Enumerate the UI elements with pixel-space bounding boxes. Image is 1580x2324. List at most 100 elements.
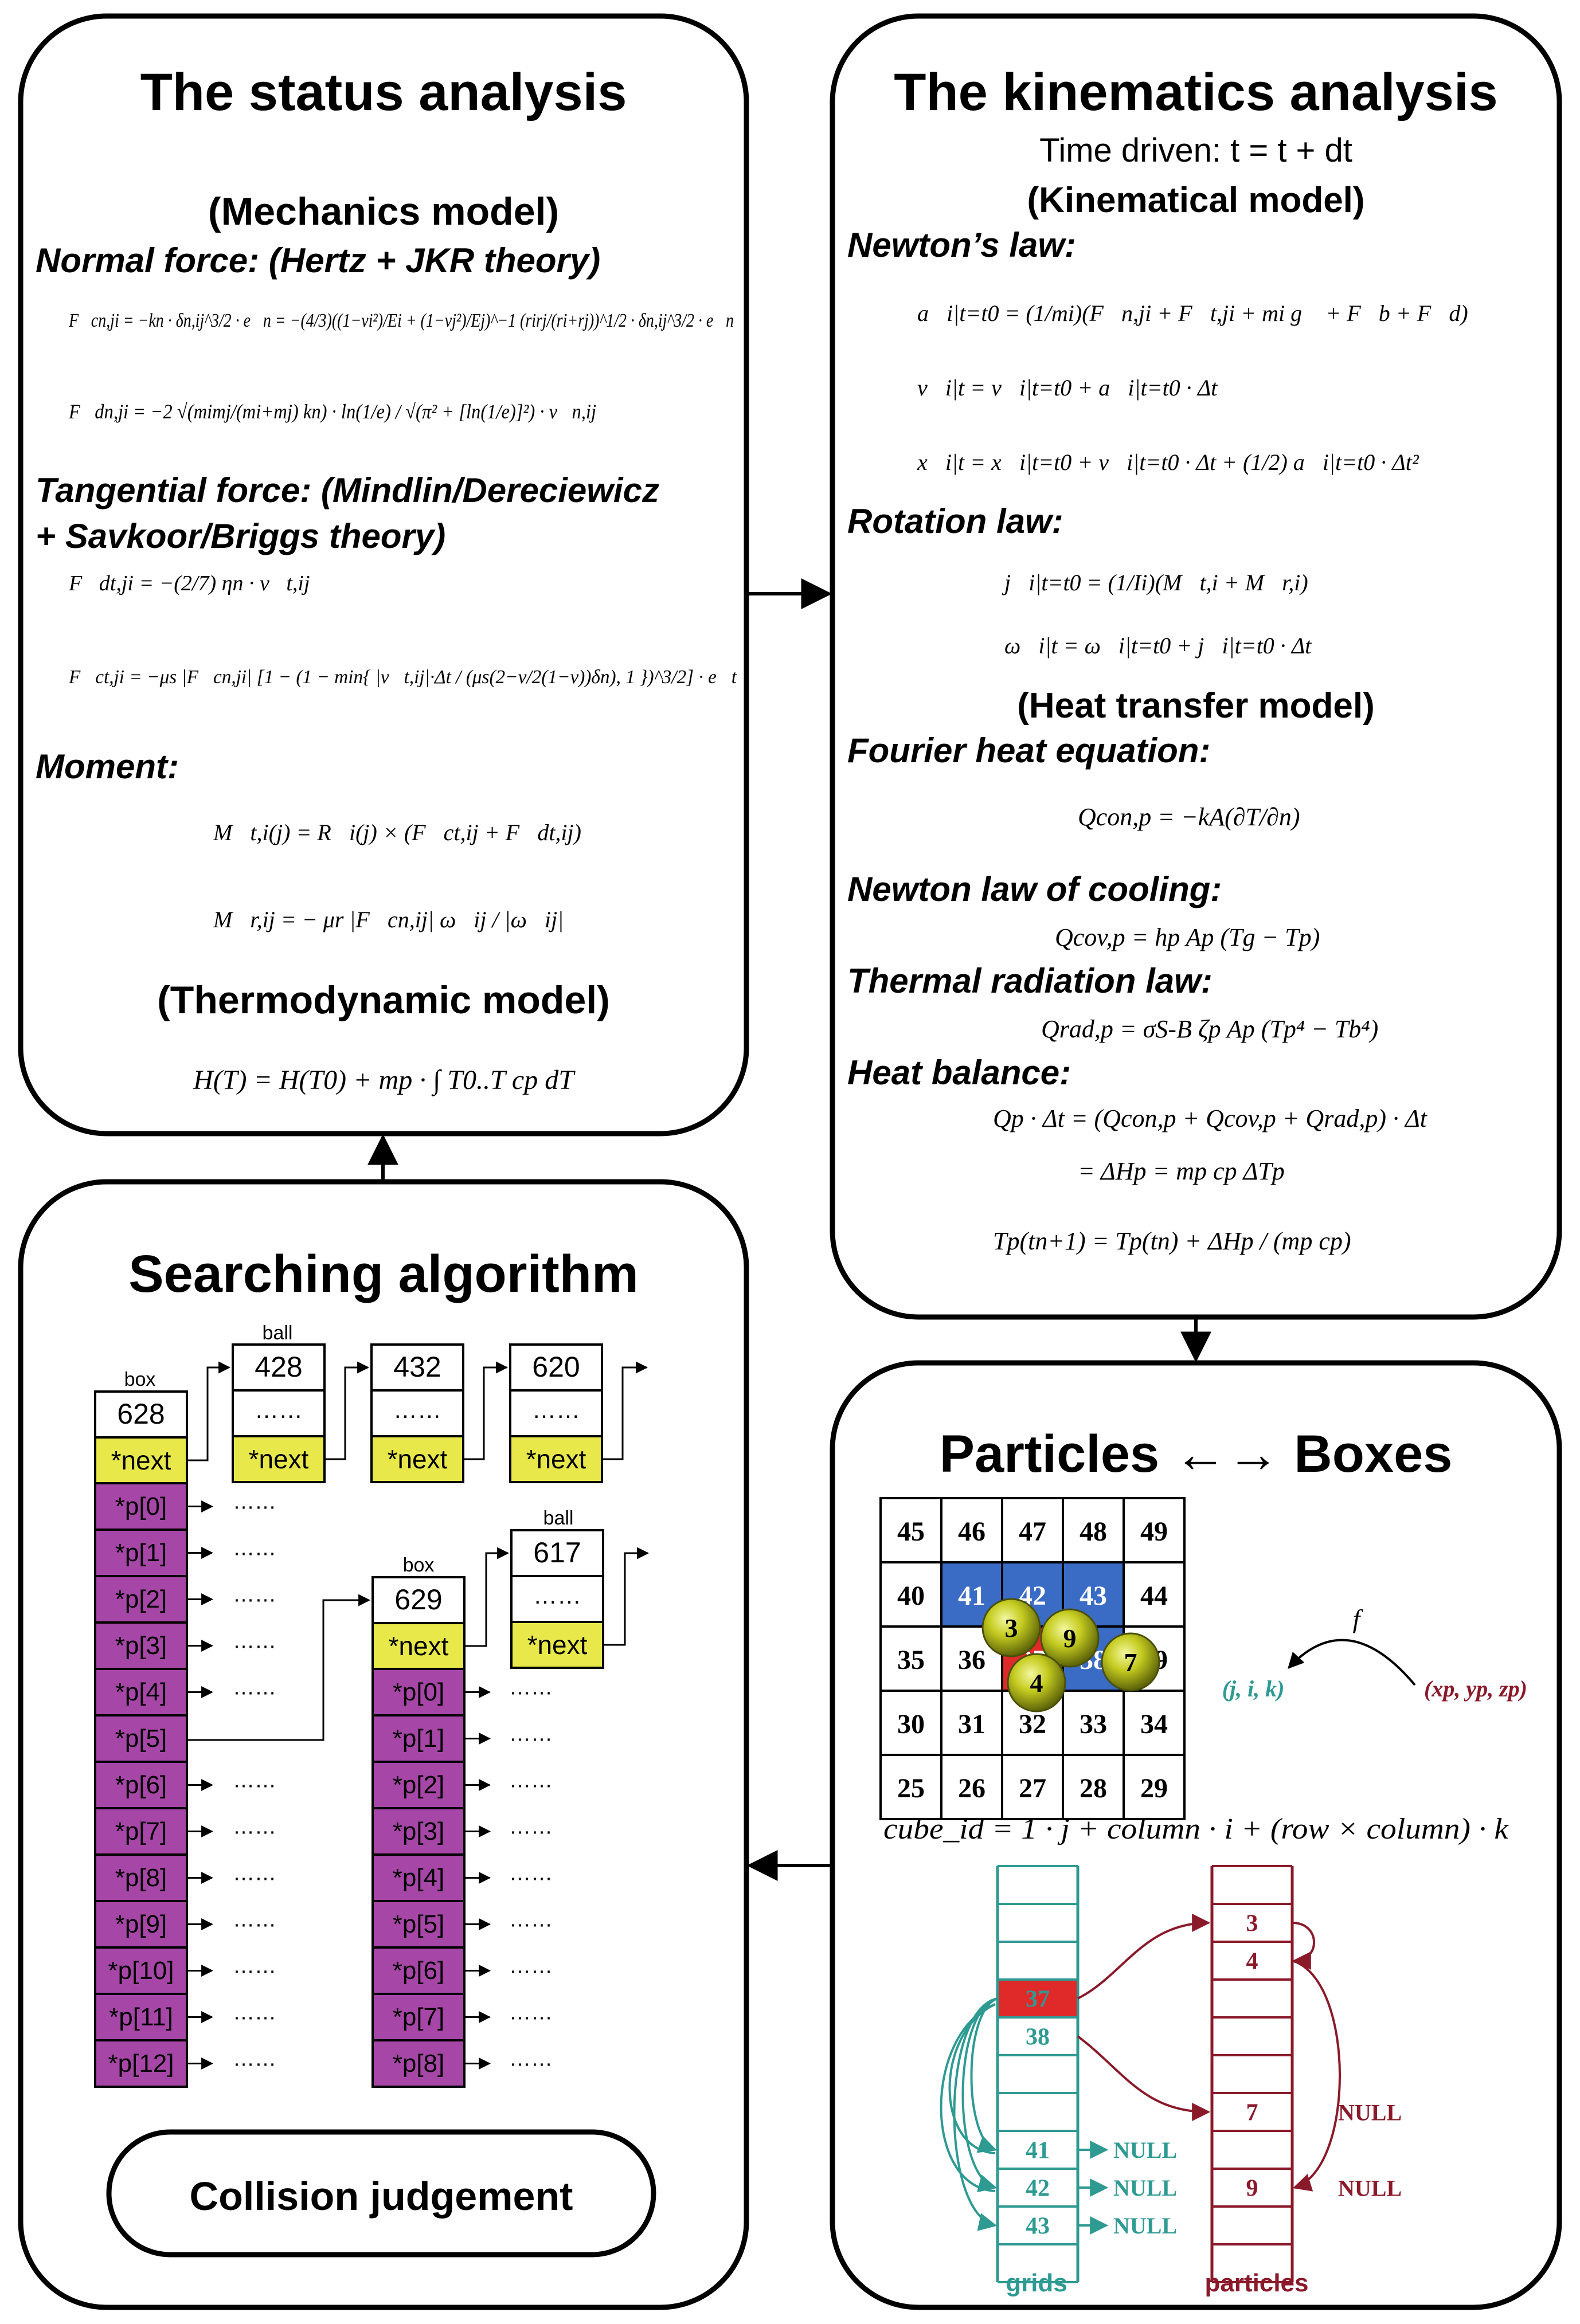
grid-cell-number: 48	[1080, 1516, 1107, 1547]
eq-normal-damping-force: F⃗dn,ji = −2 √(mimj/(mi+mj) kn) · ln(1/e…	[68, 400, 596, 423]
pointer-label: *p[4]	[393, 1864, 445, 1892]
grid-cell-number: 28	[1080, 1773, 1107, 1804]
svg-text:432: 432	[393, 1351, 441, 1383]
newton-cooling-heading: Newton law of cooling:	[847, 870, 1222, 908]
pointer-dots: ……	[233, 1769, 276, 1793]
grid-cell-number: 43	[1080, 1581, 1107, 1611]
eq-position: x⃗i|t = x⃗i|t=t0 + v⃗i|t=t0 · Δt + (1/2)…	[917, 449, 1419, 475]
tangential-force-heading-2: + Savkoor/Briggs theory)	[36, 517, 445, 555]
status-analysis-panel	[18, 13, 749, 1136]
svg-text:428: 428	[255, 1351, 302, 1383]
svg-text:……: ……	[532, 1396, 580, 1423]
box628-pointer-list: *p[0]……*p[1]……*p[2]……*p[3]……*p[4]……*p[5]…	[94, 1482, 276, 2088]
eq-radiation: Qrad,p = σS-B ζp Ap (Tp⁴ − Tb⁴)	[1041, 1015, 1378, 1043]
ball-label-1: ball	[263, 1322, 293, 1344]
particles-cell-number: 4	[1246, 1949, 1258, 1975]
particles-cell-number: 7	[1246, 2100, 1258, 2126]
svg-text:*next: *next	[526, 1444, 586, 1474]
pointer-label: *p[1]	[115, 1539, 167, 1567]
mapping-source: (xp, yp, zp)	[1424, 1676, 1527, 1702]
eq-angular-velocity: ω⃗i|t = ω⃗i|t=t0 + j⃗i|t=t0 · Δt	[1004, 633, 1312, 659]
pointer-label: *p[7]	[115, 1817, 167, 1845]
pointer-label: *p[8]	[393, 2049, 445, 2078]
pointer-dots: ……	[509, 2047, 553, 2071]
eq-conduction: Qcon,p = −kA(∂T/∂n)	[1078, 803, 1300, 831]
pointer-dots: ……	[509, 1815, 553, 1839]
eq-enthalpy: H(T) = H(T0) + mp · ∫ T0..T cp dT	[193, 1065, 576, 1096]
grid-cell	[1123, 1754, 1186, 1820]
grid-cell	[1001, 1497, 1064, 1563]
grid-cell-number: 25	[897, 1773, 925, 1804]
kinematics-title: The kinematics analysis	[894, 63, 1497, 122]
pointer-cell	[371, 1993, 466, 2041]
pointer-label: *p[3]	[115, 1632, 167, 1660]
svg-text:……: ……	[393, 1396, 441, 1423]
pointer-dots: ……	[509, 1676, 553, 1700]
ball-label-2: ball	[543, 1507, 574, 1529]
svg-text:……: ……	[255, 1396, 303, 1423]
svg-text:*next: *next	[111, 1445, 171, 1475]
pointer-dots: ……	[233, 1490, 276, 1514]
pointer-label: *p[5]	[393, 1910, 445, 1938]
box629-pointer-list: *p[0]……*p[1]……*p[2]……*p[3]……*p[4]……*p[5]…	[371, 1668, 553, 2088]
grids-cell-number: 43	[1026, 2213, 1050, 2240]
ball-428: 428 …… *next	[232, 1343, 326, 1483]
svg-text:629: 629	[394, 1584, 442, 1616]
grids-cell-number: 38	[1026, 2024, 1050, 2051]
radiation-heading: Thermal radiation law:	[847, 962, 1213, 1000]
pointer-dots: ……	[509, 1722, 553, 1746]
null-label: NULL	[1338, 2100, 1402, 2126]
mapping-target: (j, i, k)	[1222, 1676, 1285, 1702]
grid-cell	[940, 1497, 1003, 1563]
grid-cell	[879, 1625, 942, 1692]
eq-tangential-damping-force: F⃗dt,ji = −(2/7) ηn · v⃗t,ij	[68, 571, 310, 595]
grid-cell-number: 41	[958, 1581, 985, 1611]
pointer-dots: ……	[233, 1908, 276, 1932]
pointer-label: *p[6]	[393, 1957, 445, 1985]
pointer-label: *p[1]	[393, 1725, 445, 1753]
eq-angular-acceleration: j⃗i|t=t0 = (1/Ii)(M⃗t,i + M⃗r,i)	[1002, 570, 1308, 595]
pointer-label: *p[8]	[115, 1864, 167, 1892]
particle-ball	[1101, 1632, 1160, 1692]
mapping-f-label: f	[1353, 1604, 1364, 1633]
grid-cell-number: 40	[897, 1581, 925, 1611]
pointer-label: *p[3]	[393, 1817, 445, 1845]
grid-cell-number: 26	[958, 1773, 985, 1804]
svg-text:*next: *next	[249, 1444, 309, 1474]
mapping-f-arrow	[1288, 1639, 1416, 1686]
null-label: NULL	[1113, 2213, 1177, 2239]
link-p5-to-box629	[187, 1594, 371, 1741]
grid-cell-number: 45	[897, 1516, 925, 1547]
collision-judgement-box	[106, 2129, 656, 2258]
grids-cell-number: 37	[1026, 1986, 1050, 2013]
null-label: NULL	[1113, 2175, 1177, 2201]
pointer-cell	[371, 1761, 466, 1809]
tangential-force-heading-1: Tangential force: (Mindlin/Dereciewicz	[36, 471, 659, 510]
pointer-dots: ……	[233, 1815, 276, 1839]
rotation-law-heading: Rotation law:	[847, 502, 1063, 540]
box-628: 628 *next	[94, 1390, 188, 1484]
grid-cell-number: 31	[958, 1709, 985, 1739]
eq-heat-balance-1: Qp · Δt = (Qcon,p + Qcov,p + Qrad,p) · Δ…	[993, 1104, 1428, 1132]
pointer-dots: ……	[509, 1861, 553, 1886]
pointer-cell	[94, 1993, 188, 2041]
particles-boxes-panel	[830, 1360, 1562, 2310]
particles-cell-number: 3	[1246, 1911, 1258, 1937]
svg-text:*next: *next	[388, 1444, 448, 1474]
pointer-label: *p[5]	[115, 1725, 167, 1753]
link-box629-to-ball617	[464, 1547, 510, 1647]
null-label: NULL	[1338, 2176, 1402, 2201]
ball-432: 432 …… *next	[370, 1343, 464, 1483]
pointer-cell	[94, 1668, 188, 1716]
eq-tangential-contact-force: F⃗ct,ji = −μs |F⃗cn,ji| [1 − (1 − min{ |…	[68, 667, 737, 688]
grid-cell	[940, 1690, 1003, 1756]
link-ball428-to-ball432	[324, 1361, 370, 1460]
status-title: The status analysis	[140, 63, 627, 122]
eq-heat-balance-3: Tp(tn+1) = Tp(tn) + ΔHp / (mp cp)	[993, 1227, 1351, 1255]
pointer-label: *p[11]	[109, 2003, 173, 2031]
pointer-dots: ……	[233, 2001, 276, 2025]
svg-text:*next: *next	[527, 1630, 588, 1660]
